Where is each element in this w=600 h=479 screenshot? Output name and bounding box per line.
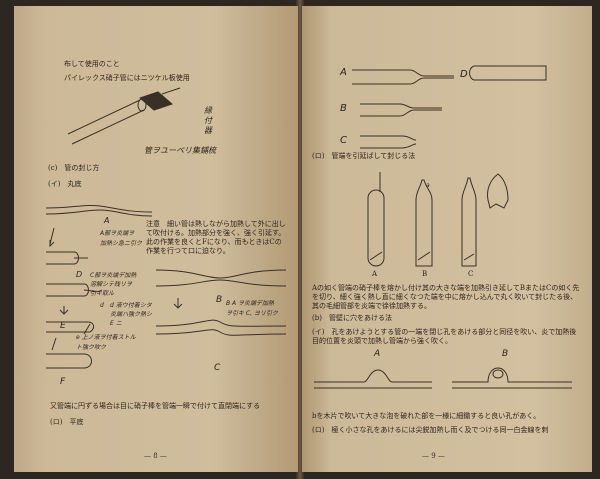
right-label-d: D xyxy=(460,69,468,80)
note-d-1: d 液ウ付着シタ xyxy=(110,302,152,309)
section-ro2-line: (ロ) 極く小さな孔をあけるには尖鋭加熱し而く及でつける同一白金線を刺 xyxy=(312,426,549,434)
note-d-3: E ニ xyxy=(110,320,122,327)
label-small-d: d xyxy=(100,302,104,309)
tube-caption-b: B xyxy=(422,270,428,278)
left-line-2: パイレックス硝子管にはニツケル板使用 xyxy=(64,74,190,82)
left-page-number: — 8 — xyxy=(144,452,167,460)
drawn-tubes-figure xyxy=(352,65,547,149)
left-label-d: D xyxy=(76,270,83,279)
right-label-b: B xyxy=(340,103,347,114)
section-c-heading: (c) 管の封じ方 xyxy=(48,164,100,172)
left-label-b: B xyxy=(216,295,223,305)
test-tubes-figure xyxy=(367,172,509,267)
left-label-c: C xyxy=(214,363,221,373)
hole-fig-b: B xyxy=(502,349,509,359)
left-label-f: F xyxy=(60,377,66,387)
left-page: 布して使用のこと パイレックス硝子管にはニツケル板使用 縁付器 管ヲユーペリ集鋪… xyxy=(14,6,298,472)
rim-tool-figure xyxy=(67,87,181,145)
left-label-a: A xyxy=(104,216,110,225)
rim-tool-label: 縁付器 xyxy=(204,106,212,135)
tube-caption-c: C xyxy=(468,270,474,278)
note-c-1: C部ヲ炎端デ加熱 xyxy=(90,272,137,279)
note-b-1: B A ヲ炎端デ加熱 xyxy=(226,300,275,307)
left-line-1: 布して使用のこと xyxy=(64,60,120,68)
left-label-e: E xyxy=(60,321,66,331)
right-label-a: A xyxy=(340,67,347,78)
drawing-method-paragraph: Aの如く管端の硝子棒を熔かし付け其の大きな端を加熱引き延してBまたはCの如く先を… xyxy=(312,284,580,310)
tube-label-a: a xyxy=(426,182,430,189)
section-b-heading: (b) 管壁に穴をあける法 xyxy=(312,314,392,322)
note-a-1: A部ヲ炎端ヲ xyxy=(100,230,135,237)
note-d-2: 炎端ハ強ク熱シ xyxy=(110,311,153,318)
tube-sealing-figure-left xyxy=(45,204,153,369)
note-e-1: e 上ノ液ヲ付着ストル xyxy=(76,334,136,341)
tube-pinch-figure xyxy=(155,269,287,336)
note-c-3: 引キ取ル xyxy=(90,290,115,297)
right-page: A D B C (ロ) 管端を引延ばして封じる法 a A B C Aの如く管端の… xyxy=(302,6,592,472)
hole-fig-a: A xyxy=(374,349,381,359)
right-page-number: — 9 — xyxy=(422,452,445,460)
note-b-2: ヲ引キ C, ヨリ引ク xyxy=(226,310,278,317)
right-label-c: C xyxy=(340,135,347,146)
flat-bottom-heading: (ロ) 平底 xyxy=(50,418,84,426)
section-ro-heading: (ロ) 管端を引延ばして封じる法 xyxy=(312,152,416,160)
hole-blowing-figure xyxy=(314,367,572,389)
bottom-line-1: 又管端に円ずる場合は目に硝子棒を管端一瞬で付けて直閉端にする xyxy=(50,402,261,410)
hole-method-paragraph: (イ) 孔をあけようとする管の一端を閉じ孔をあける部分と同径を吹い、炎で加熱後目… xyxy=(312,328,577,345)
note-e-2: ト強ク吹ク xyxy=(76,344,107,351)
hole-result-line: bを木片で吹いて大きな泡を破れた部を一様に細鋤すると良い孔があく。 xyxy=(312,412,541,420)
rim-tool-caption: 管ヲユーペリ集鋪梳 xyxy=(144,146,216,155)
note-a-2: 加熱シ急ニ引ク xyxy=(100,240,143,247)
section-i-heading: (イ) 丸底 xyxy=(48,180,82,188)
note-c-2: 溶解シテ残リヲ xyxy=(90,281,133,288)
caution-paragraph: 注意 細い管は熱しながら加熱して外に出して吹付ける。加熱部分を強く、強く引延す。… xyxy=(146,220,286,255)
tube-caption-a: A xyxy=(372,270,378,278)
book-gutter xyxy=(296,0,304,479)
